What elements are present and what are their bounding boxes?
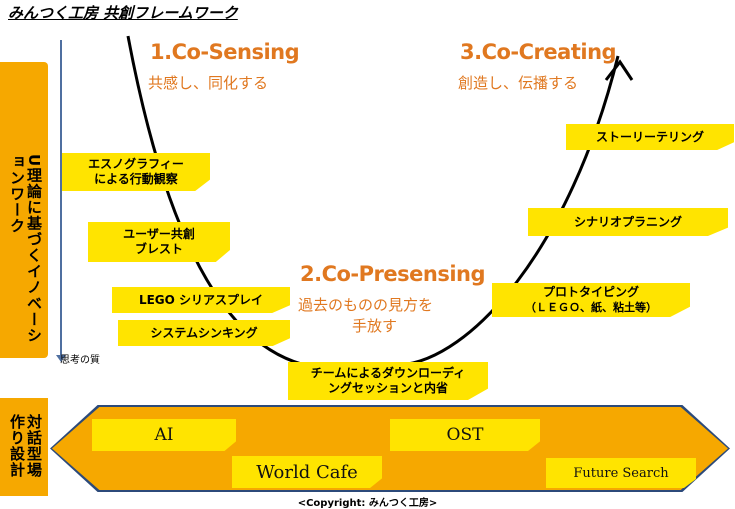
- phase-1-title: 1.Co-Sensing: [150, 40, 300, 64]
- phase-2-subtitle-line2: 手放す: [352, 317, 398, 335]
- axis-label: 思考の質: [60, 355, 100, 366]
- phase-1-subtitle: 共感し、同化する: [148, 74, 269, 92]
- phase-2-title: 2.Co-Presensing: [300, 262, 486, 286]
- note-ethnography: エスノグラフィー による行動観察: [62, 153, 210, 191]
- method-future-search: Future Search: [546, 458, 696, 488]
- copyright-text: <Copyright: みんつく工房>: [297, 498, 438, 509]
- method-world-cafe: World Cafe: [232, 456, 382, 488]
- note-user-brainstorm: ユーザー共創 ブレスト: [88, 222, 230, 262]
- note-lego-serious-play-label: LEGO シリアスプレイ: [138, 292, 264, 307]
- left-panel-label: U理論に基づくイノベーションワーク: [8, 154, 43, 344]
- note-systems-thinking: システムシンキング: [118, 320, 290, 346]
- axis-arrow-icon: [56, 355, 66, 362]
- method-future-search-label: Future Search: [573, 465, 669, 481]
- note-prototyping: プロトタイピング （ＬＥＧＯ、紙、粘土等）: [492, 283, 690, 317]
- bottom-left-panel: 対話型場作り設計: [0, 398, 48, 496]
- note-storytelling: ストーリーテリング: [566, 124, 734, 150]
- note-ethnography-line2: による行動観察: [94, 172, 178, 186]
- note-user-brainstorm-line1: ユーザー共創: [123, 227, 195, 241]
- method-ost: OST: [390, 419, 540, 451]
- method-ai: AI: [92, 419, 236, 451]
- note-downloading-line1: チームによるダウンローディ: [310, 366, 466, 380]
- note-systems-thinking-label: システムシンキング: [150, 325, 258, 340]
- note-prototyping-line1: プロトタイピング: [542, 285, 639, 299]
- phase-3-title: 3.Co-Creating: [460, 40, 617, 64]
- note-scenario-planning: シナリオプラニング: [528, 208, 728, 236]
- note-downloading-session: チームによるダウンローディ ングセッションと内省: [288, 362, 488, 400]
- curve-arrow-head: [604, 59, 634, 81]
- method-ai-label: AI: [154, 425, 174, 445]
- method-world-cafe-label: World Cafe: [256, 461, 358, 483]
- note-scenario-planning-label: シナリオプラニング: [573, 214, 682, 229]
- method-ost-label: OST: [446, 425, 484, 445]
- note-lego-serious-play: LEGO シリアスプレイ: [112, 287, 290, 313]
- phase-3-subtitle: 創造し、伝播する: [458, 74, 579, 92]
- note-downloading-line2: ングセッションと内省: [327, 381, 448, 395]
- phase-2-subtitle-line1: 過去のものの見方を: [298, 296, 434, 314]
- note-user-brainstorm-line2: ブレスト: [134, 242, 183, 256]
- quality-axis-line: [60, 40, 62, 360]
- bottom-panel-label: 対話型場作り設計: [8, 414, 43, 478]
- note-prototyping-line2: （ＬＥＧＯ、紙、粘土等）: [525, 301, 657, 314]
- page-title: みんつく工房 共創フレームワーク: [8, 4, 238, 22]
- left-panel: U理論に基づくイノベーションワーク: [0, 62, 48, 358]
- note-ethnography-line1: エスノグラフィー: [88, 157, 184, 171]
- note-storytelling-label: ストーリーテリング: [595, 129, 704, 144]
